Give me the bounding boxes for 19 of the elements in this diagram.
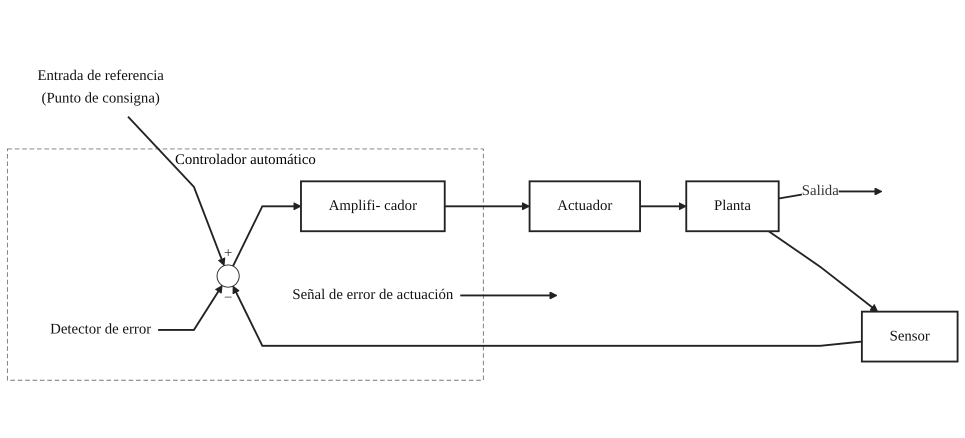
arrow (232, 285, 862, 346)
edge-label: Salida (802, 182, 839, 199)
arrow (640, 202, 687, 210)
arrow (768, 230, 878, 312)
arrow (444, 202, 530, 210)
node-box: Actuador (528, 180, 641, 232)
node-text: Entrada de referencia (Punto de consigna) (37, 68, 164, 106)
node-box: Sensor (860, 310, 959, 362)
arrow (127, 116, 226, 266)
node-label: + (224, 245, 232, 261)
node-box: Planta (685, 180, 780, 232)
node-text: Detector de error (50, 321, 152, 337)
node-label: − (224, 290, 232, 306)
arrow (460, 291, 558, 300)
node-circle (216, 264, 240, 288)
arrow (158, 284, 223, 330)
node-box: Amplifi- cador (300, 180, 446, 232)
node-text: Señal de error de actuación (292, 286, 454, 303)
arrow (232, 202, 302, 266)
